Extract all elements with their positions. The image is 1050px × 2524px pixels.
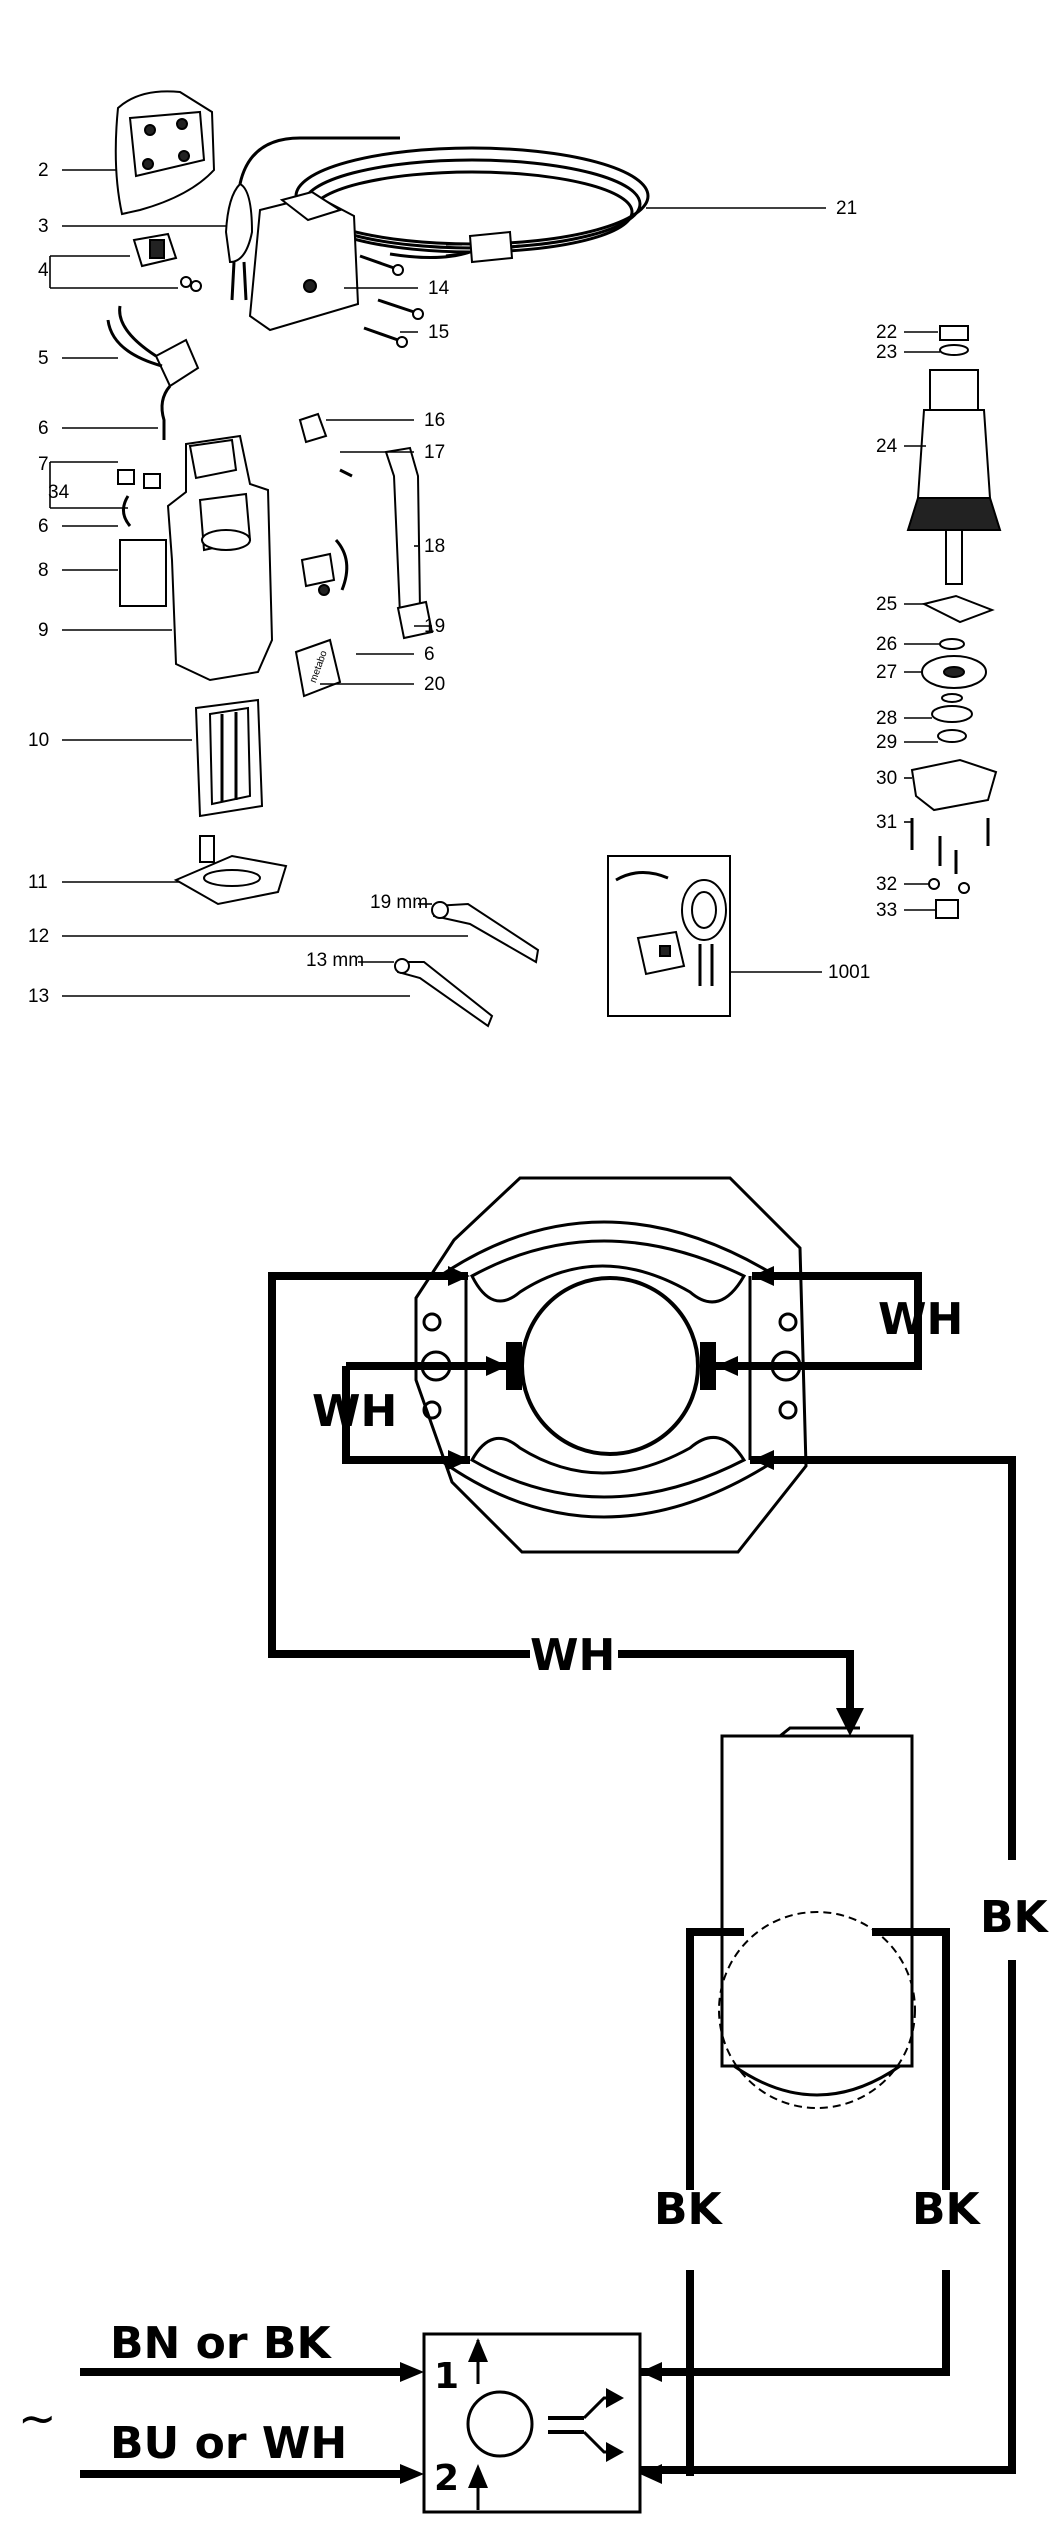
- wiring-diagram: WH WH WH BK BK BK BN or BK BU or WH 1 2 …: [18, 1176, 1050, 2514]
- callout-8: 8: [38, 560, 49, 581]
- part-8-label-plate: [119, 539, 167, 607]
- armature-symbol: [718, 1726, 916, 2109]
- callout-1001: 1001: [828, 962, 870, 983]
- part-1001-inset: [607, 855, 731, 1017]
- callout-18: 18: [424, 536, 445, 557]
- part-7-34-carbon-brushes: [117, 469, 161, 527]
- wire-label-brush-right: BK: [980, 1892, 1050, 1943]
- callout-2: 2: [38, 160, 49, 181]
- callout-30: 30: [876, 768, 897, 789]
- callout-26: 26: [876, 634, 897, 655]
- wires: [80, 1266, 1016, 2484]
- part-2-handle-cover: [114, 90, 216, 216]
- callout-3: 3: [38, 216, 49, 237]
- callout-32: 32: [876, 874, 897, 895]
- armature-assembly: [906, 325, 1002, 919]
- callout-17: 17: [424, 442, 445, 463]
- callout-19: 19: [424, 616, 445, 637]
- part-11-end-plate: [173, 835, 288, 906]
- switch-symbol: 1 2: [422, 2332, 642, 2514]
- callout-11: 11: [28, 872, 48, 893]
- callout-29: 29: [876, 732, 897, 753]
- stator-symbol: [414, 1176, 808, 1554]
- callout-21: 21: [836, 198, 857, 219]
- callout-33: 33: [876, 900, 897, 921]
- wire-label-brush-lower-right: BK: [912, 2184, 982, 2235]
- callout-6a: 6: [38, 418, 49, 439]
- switch-terminal-2: 2: [434, 2458, 459, 2499]
- wrench-19mm-label: 19 mm: [370, 892, 428, 913]
- wrench-13mm-label: 13 mm: [306, 950, 364, 971]
- callout-5: 5: [38, 348, 49, 369]
- exploded-view: 2 3 4 5 6 7 34 6 8 9 10 11 12 13: [28, 90, 1002, 1028]
- left-leader-lines: [49, 169, 468, 997]
- wire-label-field-to-brush: WH: [530, 1630, 615, 1681]
- parts-16-20: metabo: [294, 412, 434, 698]
- wrench-13mm: [394, 958, 494, 1028]
- right-leader-lines: [730, 331, 940, 973]
- part-3-cable-strain-relief: [224, 136, 400, 301]
- wrench-19mm: [431, 901, 540, 964]
- part-14-15-screws: [359, 254, 424, 348]
- part-5-capacitor: [106, 305, 200, 440]
- wire-label-field-left: WH: [312, 1386, 397, 1437]
- callout-20: 20: [424, 674, 445, 695]
- callout-15: 15: [428, 322, 449, 343]
- callout-13: 13: [28, 986, 49, 1007]
- wire-label-brush-lower-left: BK: [654, 2184, 724, 2235]
- callout-12: 12: [28, 926, 49, 947]
- callout-16: 16: [424, 410, 445, 431]
- callout-7: 7: [38, 454, 49, 475]
- callout-28: 28: [876, 708, 897, 729]
- callout-27: 27: [876, 662, 897, 683]
- switch-terminal-1: 1: [434, 2356, 459, 2397]
- wire-label-field-right: WH: [878, 1294, 963, 1345]
- part-9-motor-housing: [166, 434, 274, 682]
- callout-22: 22: [876, 322, 897, 343]
- callout-24: 24: [876, 436, 898, 457]
- supply-label-line-2: BU or WH: [110, 2418, 347, 2469]
- motor-handle-shell: [248, 190, 360, 332]
- part-4-switch: [132, 232, 202, 292]
- callout-31: 31: [876, 812, 897, 833]
- callout-6c: 6: [424, 644, 435, 665]
- callout-14: 14: [428, 278, 450, 299]
- callout-6b: 6: [38, 516, 49, 537]
- callout-34: 34: [48, 482, 70, 503]
- callout-4: 4: [38, 260, 49, 281]
- part-10-field-stator: [194, 698, 264, 818]
- supply-label-line-1: BN or BK: [110, 2318, 332, 2369]
- middle-leader-lines: [320, 207, 826, 685]
- callout-9: 9: [38, 620, 49, 641]
- ac-supply-symbol: ~: [18, 2391, 57, 2445]
- callout-25: 25: [876, 594, 897, 615]
- callout-23: 23: [876, 342, 897, 363]
- callout-10: 10: [28, 730, 49, 751]
